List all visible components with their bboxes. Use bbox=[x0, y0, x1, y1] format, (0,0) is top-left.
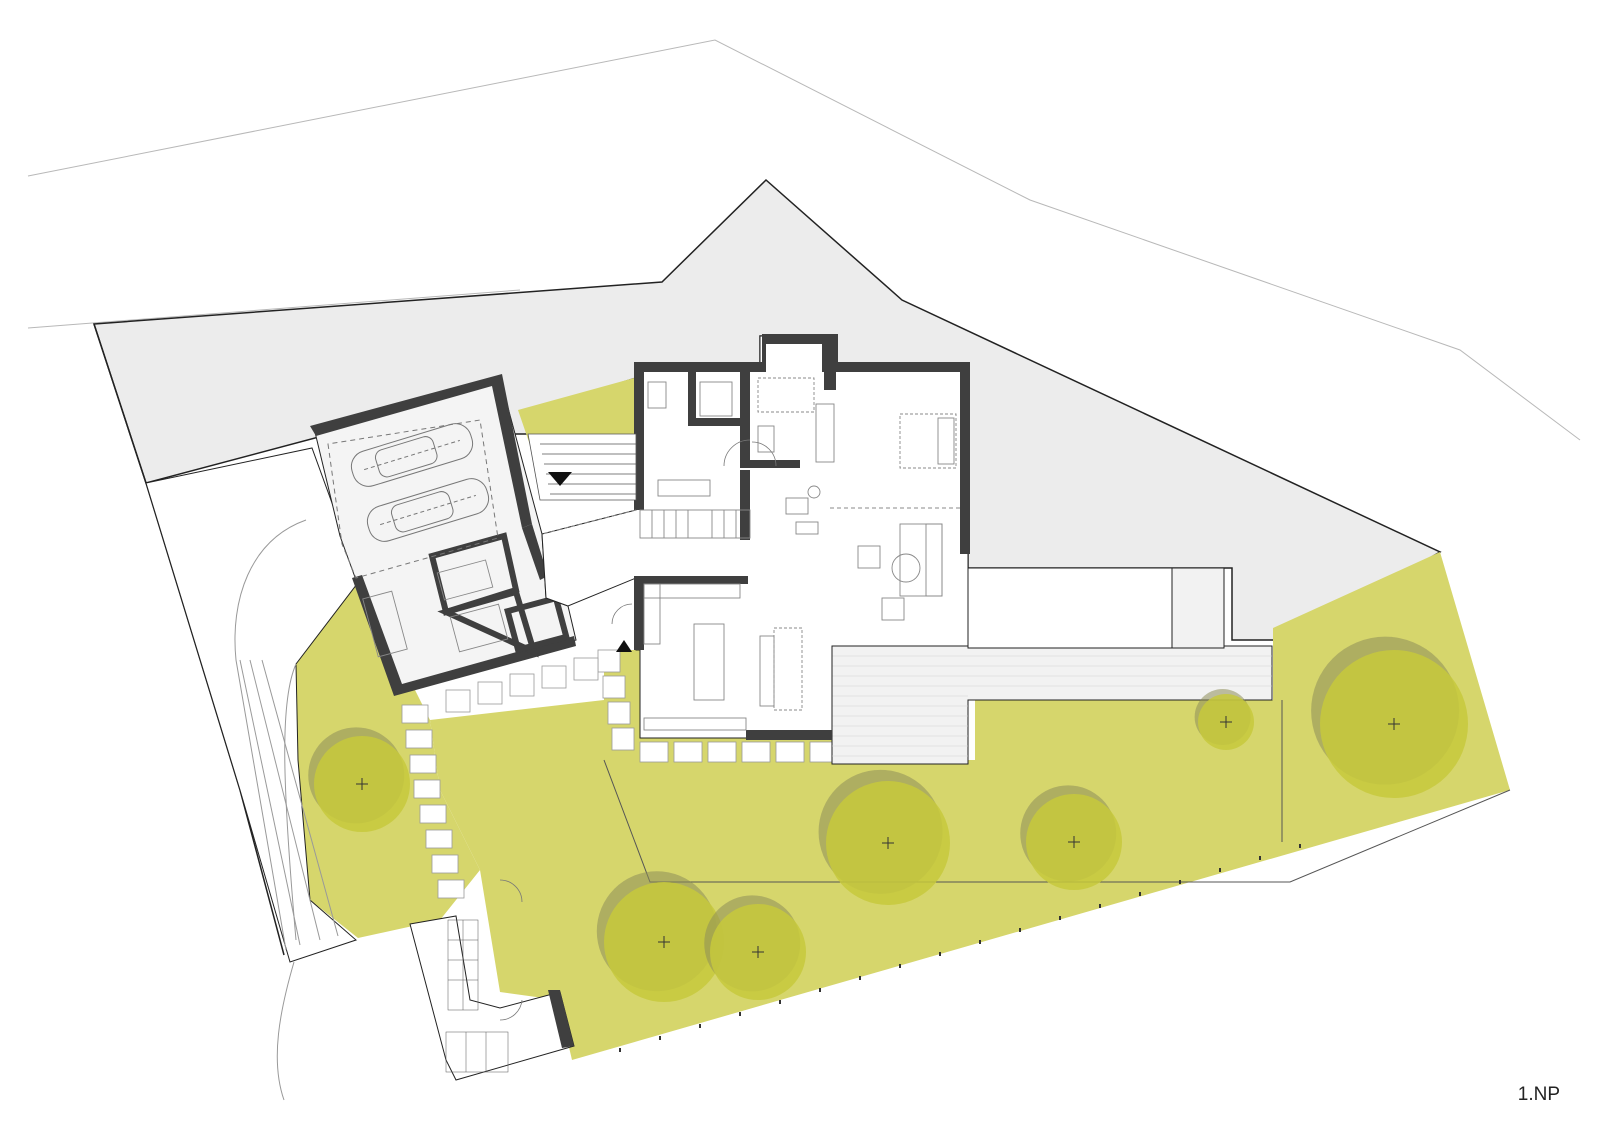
garage-bath bbox=[436, 559, 494, 601]
terrace-deck bbox=[831, 567, 1273, 765]
house-wall-south bbox=[746, 730, 832, 740]
tree-5 bbox=[1020, 785, 1122, 890]
house-wall-west-upper bbox=[634, 362, 644, 510]
tree-1 bbox=[308, 727, 410, 832]
lawn-north-strip bbox=[518, 378, 640, 445]
entry-wall-dark bbox=[548, 990, 574, 1048]
floor-label: 1.NP bbox=[1517, 1084, 1560, 1105]
north-entry-steps bbox=[527, 433, 637, 501]
car-symbol-icon bbox=[366, 478, 490, 542]
tree-3 bbox=[704, 895, 806, 1000]
armchair-1 bbox=[857, 545, 881, 569]
house-wall-stair bbox=[740, 460, 800, 468]
wc-bowl bbox=[647, 381, 667, 409]
bed-sofa-1 bbox=[657, 479, 711, 497]
garage-partition-2 bbox=[437, 588, 539, 658]
driveway-curves bbox=[234, 519, 339, 1101]
house-wall-core bbox=[740, 470, 750, 540]
north-down-arrow-icon bbox=[548, 472, 572, 486]
garage-door-dashed bbox=[327, 419, 499, 579]
middle-contour bbox=[27, 289, 521, 329]
access-road-curve bbox=[276, 961, 295, 1101]
tree-center-cross-icon bbox=[882, 837, 894, 849]
bathroom-sink bbox=[795, 521, 819, 535]
kitchen-island bbox=[693, 623, 725, 701]
north-up-arrow-icon bbox=[616, 640, 632, 652]
garage-wall-west bbox=[352, 575, 576, 696]
ramp-line-1 bbox=[239, 659, 301, 946]
tree-center-cross-icon bbox=[752, 946, 764, 958]
entry-tile-grid bbox=[445, 919, 509, 1073]
deck-south bbox=[831, 645, 1273, 765]
tree-7 bbox=[1311, 636, 1468, 798]
house-wall-stub bbox=[824, 364, 836, 390]
kitchenette-sink bbox=[757, 425, 775, 453]
garden-edge-line bbox=[603, 759, 1511, 883]
fence-ticks bbox=[619, 844, 1301, 1052]
ramp-line-2 bbox=[249, 659, 321, 941]
round-table bbox=[891, 553, 921, 583]
driveway-curve-inner bbox=[284, 663, 297, 941]
dining-chairs bbox=[759, 635, 775, 707]
entry-paving bbox=[409, 915, 575, 1081]
garage-wall-north bbox=[310, 374, 532, 528]
deck-planks bbox=[832, 655, 1272, 757]
tree-center-cross-icon bbox=[658, 936, 670, 948]
armchair-2 bbox=[881, 597, 905, 621]
driveway-curve-outer bbox=[234, 519, 307, 951]
trees bbox=[308, 636, 1468, 1002]
house-wall-kitchen bbox=[634, 576, 748, 650]
bathtub bbox=[699, 381, 733, 417]
house-wall-corridor bbox=[740, 364, 750, 460]
cars bbox=[327, 419, 499, 579]
tree-center-cross-icon bbox=[1220, 716, 1232, 728]
garage-tub bbox=[449, 603, 509, 653]
contour-lines bbox=[27, 39, 1581, 441]
tree-6 bbox=[1194, 688, 1254, 750]
door-swings bbox=[499, 439, 777, 1021]
tree-center-cross-icon bbox=[1068, 836, 1080, 848]
tree-2 bbox=[596, 871, 724, 1002]
tree-center-cross-icon bbox=[356, 778, 368, 790]
desk bbox=[815, 403, 835, 463]
car-symbol-icon bbox=[350, 423, 474, 487]
kitchen-counter-east bbox=[643, 583, 741, 599]
glass-front-dashed bbox=[541, 509, 637, 535]
garage-toilet-room bbox=[504, 594, 570, 654]
bed-pillows bbox=[937, 417, 955, 465]
utility-unit bbox=[785, 497, 809, 515]
bedroom-bed bbox=[899, 413, 957, 469]
ramp-line-3 bbox=[261, 659, 339, 937]
sofa-living-arm bbox=[925, 523, 943, 597]
tree-4 bbox=[818, 769, 950, 905]
deck-pool-strip bbox=[967, 567, 1173, 649]
tree-center-cross-icon bbox=[1388, 718, 1400, 730]
main-house bbox=[541, 334, 970, 740]
upper-contour bbox=[27, 39, 1581, 441]
stepping-stones bbox=[401, 649, 835, 899]
furniture bbox=[362, 377, 962, 731]
kitchen-counter-south bbox=[643, 717, 747, 731]
wardrobe bbox=[757, 377, 815, 413]
garage-block bbox=[310, 374, 577, 696]
garage-kitchen bbox=[362, 590, 408, 658]
garage-wall-east bbox=[522, 524, 548, 580]
deck-planks-east bbox=[1171, 567, 1225, 649]
house-wall-bathroom bbox=[688, 370, 740, 426]
stair-flight bbox=[639, 509, 751, 539]
boiler bbox=[807, 485, 821, 499]
